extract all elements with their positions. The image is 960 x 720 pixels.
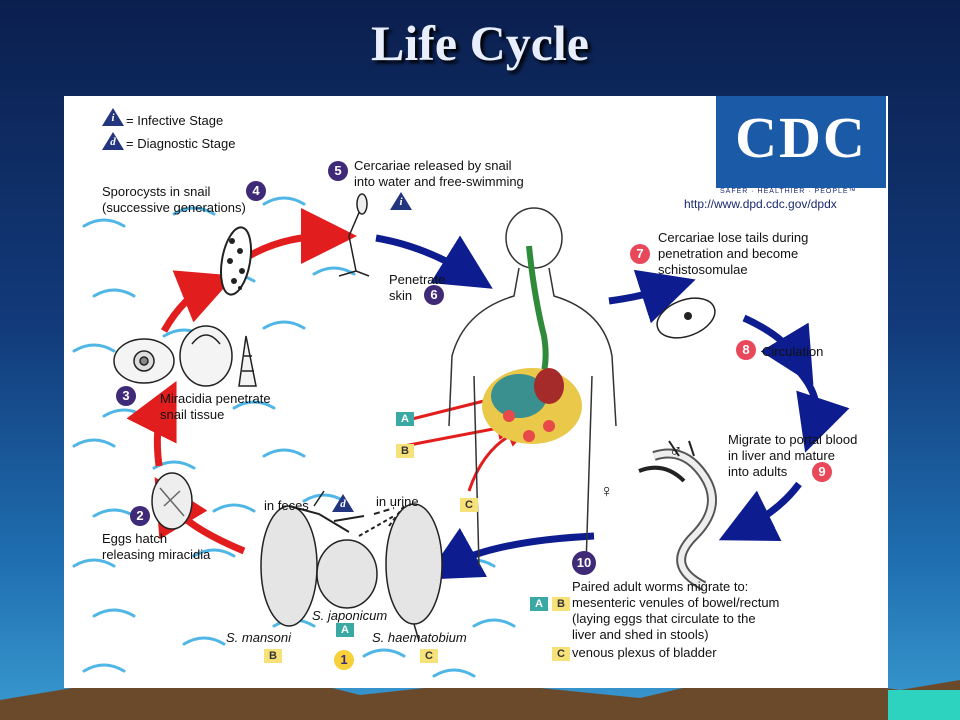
schistosomulum-illustration [656,297,716,339]
cdc-url: http://www.dpd.cdc.gov/dpdx [684,197,837,211]
step-2-badge: 2 [130,506,150,526]
step-9-label-line1: Migrate to portal blood [728,432,858,447]
marker-b: B [396,444,414,458]
step-9-label-line3: into adults [728,464,788,479]
step-3-label-line2: snail tissue [160,407,225,422]
cdc-logo: CDC [716,96,886,188]
step-10-marker-b: B [552,597,570,611]
step-4-label-line2: (successive generations) [102,200,246,215]
step-8-label: Circulation [762,344,824,359]
in-urine-label: in urine [376,494,419,509]
step-4-label-line1: Sporocysts in snail [102,184,211,199]
step-10-label-line5: venous plexus of bladder [572,645,717,660]
miracidium-illustration [151,472,193,530]
step-7-label-line1: Cercariae lose tails during [658,230,809,245]
marker-c: C [460,498,478,512]
step-10-label-line3: (laying eggs that circulate to the [572,611,756,626]
male-symbol: ♂ [669,441,683,461]
step-1-badge: 1 [334,650,354,670]
step-10-label-line1: Paired adult worms migrate to: [572,579,749,594]
adult-worms-illustration [638,440,717,591]
step-7-label-line3: schistosomulae [658,262,748,277]
step-6-label-line1: Penetrate [389,272,446,287]
diagnostic-stage-icon: d [102,132,124,150]
step-2-label-line1: Eggs hatch [102,531,168,546]
marker-a: A [396,412,414,426]
egg-marker-c: C [420,649,438,663]
cdc-tagline: SAFER · HEALTHIER · PEOPLE™ [720,188,857,195]
s-haematobium-label: S. haematobium [372,630,467,645]
step-9-badge: 9 [812,462,832,482]
step-10-marker-a: A [530,597,548,611]
legend-diagnostic-label: = Diagnostic Stage [126,136,236,151]
infective-stage-icon: i [102,108,124,126]
step-4-badge: 4 [246,181,266,201]
intestines [482,368,582,444]
slide-title: Life Cycle [371,15,589,71]
egg-illustrations [260,490,443,642]
step-6-label-line2: skin [389,288,413,303]
step-9-label-line2: in liver and mature [728,448,835,463]
egg-connector-lines [288,505,405,537]
cercaria-illustration [338,193,370,277]
step-7-label-line2: penetration and become [658,246,799,261]
step-3-badge: 3 [116,386,136,406]
step-3-label-line1: Miracidia penetrate [160,391,271,406]
step-5-label-line1: Cercariae released by snail [354,158,512,173]
step-10-label-line4: liver and shed in stools) [572,627,709,642]
s-japonicum-label: S. japonicum [312,608,388,623]
step-2-label-line2: releasing miracidia [102,547,211,562]
step-8-badge: 8 [736,340,756,360]
s-mansoni-label: S. mansoni [226,630,292,645]
step-5-infective-icon: i [390,192,412,210]
female-symbol: ♀ [600,481,614,501]
in-feces-label: in feces [264,498,309,513]
step-10-marker-c: C [552,647,570,661]
egg-marker-a: A [336,623,354,637]
sporocyst-illustration [220,226,252,296]
life-cycle-diagram: i = Infective Stage d = Diagnostic Stage… [64,96,888,688]
step-7-badge: 7 [630,244,650,264]
human-figure [448,207,617,567]
step-6-badge: 6 [424,285,444,305]
diagram-graphics [72,193,850,678]
step-5-label-line2: into water and free-swimming [354,174,524,189]
step-10-badge: 10 [572,551,596,575]
diagnostic-stage-marker: d [332,494,354,512]
snail-shells [113,325,257,387]
legend-infective-label: = Infective Stage [126,113,224,128]
egg-marker-b: B [264,649,282,663]
step-10-label-line2: mesenteric venules of bowel/rectum [572,595,780,610]
blue-arrows [375,234,850,580]
step-5-badge: 5 [328,161,348,181]
